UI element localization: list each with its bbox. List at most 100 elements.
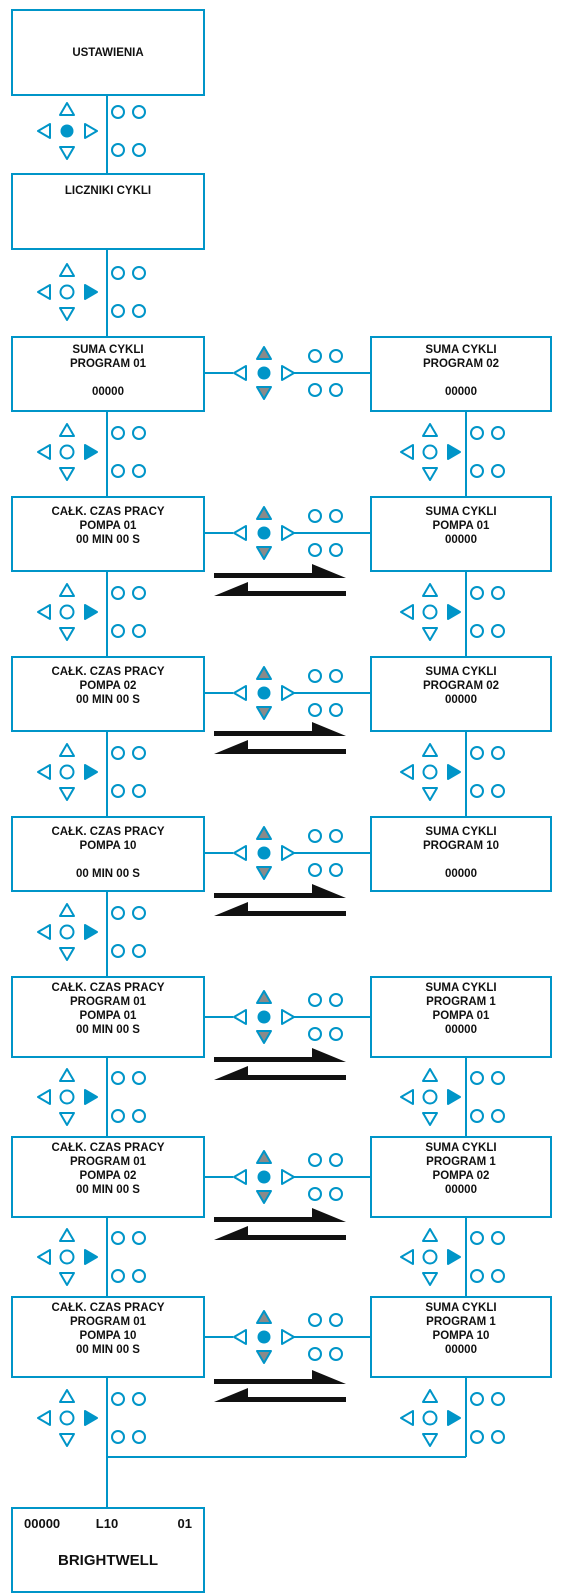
indicator-icon bbox=[132, 906, 146, 920]
down-arrow-icon bbox=[422, 627, 438, 641]
screen-line: 00000 bbox=[92, 386, 124, 398]
right-arrow-icon bbox=[84, 444, 98, 460]
up-arrow-icon bbox=[256, 346, 272, 360]
screen-box bbox=[11, 1296, 205, 1378]
left-arrow-icon bbox=[400, 764, 414, 780]
indicator-icon bbox=[111, 784, 125, 798]
screen-line: SUMA CYKLI bbox=[425, 344, 496, 356]
left-arrow-shape bbox=[214, 582, 346, 596]
screen-line: POMPA 01 bbox=[80, 520, 137, 532]
screen-box bbox=[11, 976, 205, 1058]
indicator-icon bbox=[491, 1071, 505, 1085]
screen-line: PROGRAM 02 bbox=[423, 680, 499, 692]
up-arrow-icon bbox=[422, 1389, 438, 1403]
screen-line: SUMA CYKLI bbox=[425, 982, 496, 994]
down-arrow-icon bbox=[422, 1272, 438, 1286]
left-arrow-shape bbox=[214, 1226, 346, 1240]
level-value: L10 bbox=[96, 1516, 118, 1531]
indicator-icon bbox=[470, 746, 484, 760]
screen-line: SUMA CYKLI bbox=[72, 344, 143, 356]
screen-line: PROGRAM 01 bbox=[70, 996, 147, 1008]
indicator-icon bbox=[491, 1430, 505, 1444]
swap-arrows-icon bbox=[214, 1208, 346, 1240]
screen-line: PROGRAM 1 bbox=[426, 1156, 496, 1168]
indicator-icon bbox=[491, 784, 505, 798]
down-arrow-icon bbox=[59, 146, 75, 160]
indicator-icon bbox=[111, 426, 125, 440]
indicator-icon bbox=[132, 746, 146, 760]
left-arrow-icon bbox=[233, 525, 247, 541]
keypad bbox=[37, 102, 146, 160]
center-button-icon bbox=[422, 1410, 438, 1426]
right-arrow-icon bbox=[84, 1410, 98, 1426]
down-arrow-icon bbox=[59, 307, 75, 321]
indicator-icon bbox=[132, 304, 146, 318]
indicator-icon bbox=[308, 829, 322, 843]
indicator-icon bbox=[111, 1231, 125, 1245]
indicator-icon bbox=[132, 143, 146, 157]
left-arrow-icon bbox=[37, 1249, 51, 1265]
up-arrow-icon bbox=[59, 1068, 75, 1082]
screen-box bbox=[370, 976, 552, 1058]
right-arrow-icon bbox=[84, 764, 98, 780]
down-arrow-icon bbox=[59, 1272, 75, 1286]
keypad bbox=[400, 1068, 505, 1126]
screen-line: CAŁK. CZAS PRACY bbox=[51, 1142, 164, 1154]
screen-line: USTAWIENIA bbox=[72, 47, 143, 59]
right-arrow-icon bbox=[447, 764, 461, 780]
screen-box bbox=[11, 496, 205, 572]
screen-box bbox=[370, 1296, 552, 1378]
screen-line: PROGRAM 01 bbox=[70, 1316, 147, 1328]
center-button-icon bbox=[257, 366, 271, 380]
number-value: 01 bbox=[178, 1516, 192, 1531]
indicator-icon bbox=[111, 1392, 125, 1406]
screen-line: 00000 bbox=[445, 534, 477, 546]
screen-box bbox=[370, 656, 552, 732]
right-arrow-shape bbox=[214, 1048, 346, 1062]
left-arrow-icon bbox=[37, 1089, 51, 1105]
screen-line: SUMA CYKLI bbox=[425, 826, 496, 838]
center-button-icon bbox=[59, 1089, 75, 1105]
left-arrow-icon bbox=[233, 1329, 247, 1345]
center-button-icon bbox=[257, 1170, 271, 1184]
keypad-horizontal bbox=[233, 1150, 343, 1204]
left-arrow-icon bbox=[400, 444, 414, 460]
screen-line: SUMA CYKLI bbox=[425, 1142, 496, 1154]
indicator-icon bbox=[132, 105, 146, 119]
center-button-icon bbox=[59, 1249, 75, 1265]
down-arrow-icon bbox=[256, 706, 272, 720]
left-arrow-icon bbox=[400, 1410, 414, 1426]
screen-box bbox=[370, 496, 552, 572]
indicator-icon bbox=[111, 266, 125, 280]
indicator-icon bbox=[470, 586, 484, 600]
up-arrow-icon bbox=[422, 1228, 438, 1242]
indicator-icon bbox=[111, 1430, 125, 1444]
screen-line: 00 MIN 00 S bbox=[76, 694, 140, 706]
center-button-icon bbox=[257, 846, 271, 860]
keypad-horizontal bbox=[233, 826, 343, 880]
center-button-icon bbox=[60, 124, 74, 138]
center-button-icon bbox=[422, 444, 438, 460]
indicator-icon bbox=[308, 1347, 322, 1361]
keypad-horizontal bbox=[233, 346, 343, 400]
swap-arrows-icon bbox=[214, 722, 346, 754]
center-button-icon bbox=[59, 444, 75, 460]
up-arrow-icon bbox=[59, 423, 75, 437]
left-arrow-icon bbox=[233, 1169, 247, 1185]
screen-box bbox=[11, 336, 205, 412]
indicator-icon bbox=[308, 993, 322, 1007]
indicator-icon bbox=[491, 624, 505, 638]
indicator-icon bbox=[329, 1347, 343, 1361]
indicator-icon bbox=[329, 1187, 343, 1201]
keypad bbox=[400, 1389, 505, 1447]
indicator-icon bbox=[491, 586, 505, 600]
keypad bbox=[400, 743, 505, 801]
indicator-icon bbox=[470, 624, 484, 638]
down-arrow-icon bbox=[59, 947, 75, 961]
down-arrow-icon bbox=[256, 1350, 272, 1364]
